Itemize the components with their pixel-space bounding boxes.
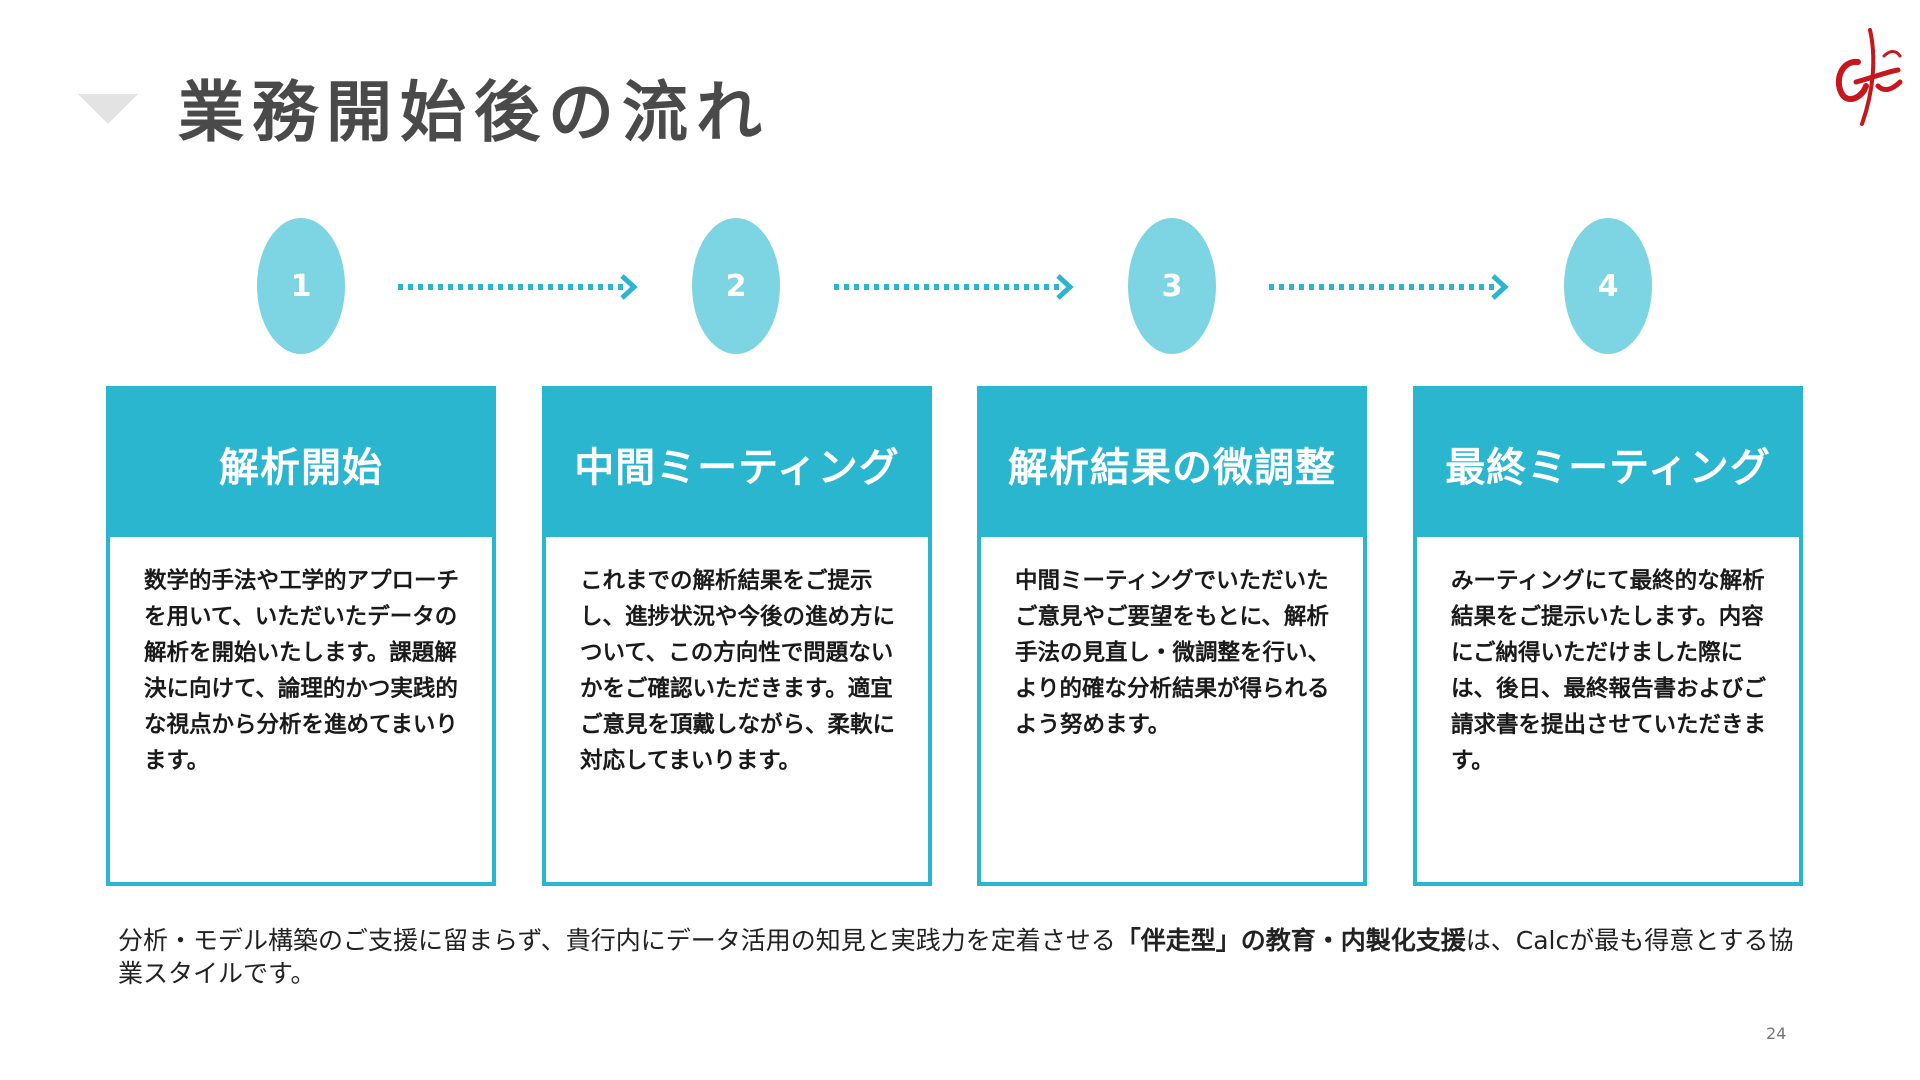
step-number-2: 2 [692, 218, 780, 354]
dotted-arrow-right-icon [1269, 274, 1509, 300]
step-description: 数学的手法や工学的アプローチを用いて、いただいたデータの解析を開始いたします。課… [144, 568, 460, 774]
page-number: 24 [1766, 1024, 1787, 1043]
step-number-1: 1 [257, 218, 345, 354]
summary-text: 分析・モデル構築のご支援に留まらず、貴行内にデータ活用の知見と実践力を定着させる… [118, 924, 1798, 990]
step-description: みーティングにて最終的な解析結果をご提示いたします。内容にご納得いただけました際… [1451, 568, 1767, 774]
logo-icon [1835, 28, 1903, 126]
step-card-4: 最終ミーティング みーティングにて最終的な解析結果をご提示いたします。内容にご納… [1413, 386, 1803, 886]
step-number-3: 3 [1128, 218, 1216, 354]
step-number-4: 4 [1564, 218, 1652, 354]
step-card-1: 解析開始 数学的手法や工学的アプローチを用いて、いただいたデータの解析を開始いた… [106, 386, 496, 886]
step-card-3: 解析結果の微調整 中間ミーティングでいただいたご意見やご要望をもとに、解析手法の… [977, 386, 1367, 886]
summary-part-2: は、Calcが最も得意とする協業スタイルです。 [118, 926, 1794, 988]
summary-emphasis: 「伴走型」の教育・内製化支援 [1115, 926, 1466, 955]
dotted-arrow-right-icon [834, 274, 1074, 300]
dotted-arrow-right-icon [398, 274, 638, 300]
step-card-2: 中間ミーティング これまでの解析結果をご提示し、進捗状況や今後の進め方について、… [542, 386, 932, 886]
step-description: これまでの解析結果をご提示し、進捗状況や今後の進め方について、この方向性で問題な… [580, 568, 896, 774]
step-title: 解析結果の微調整 [981, 390, 1363, 537]
step-title: 解析開始 [110, 390, 492, 537]
step-title: 中間ミーティング [546, 390, 928, 537]
step-description: 中間ミーティングでいただいたご意見やご要望をもとに、解析手法の見直し・微調整を行… [1015, 568, 1331, 738]
page-title: 業務開始後の流れ [178, 74, 770, 151]
step-title: 最終ミーティング [1417, 390, 1799, 537]
summary-part-1: 分析・モデル構築のご支援に留まらず、貴行内にデータ活用の知見と実践力を定着させる [118, 926, 1116, 955]
triangle-down-icon [78, 94, 138, 124]
